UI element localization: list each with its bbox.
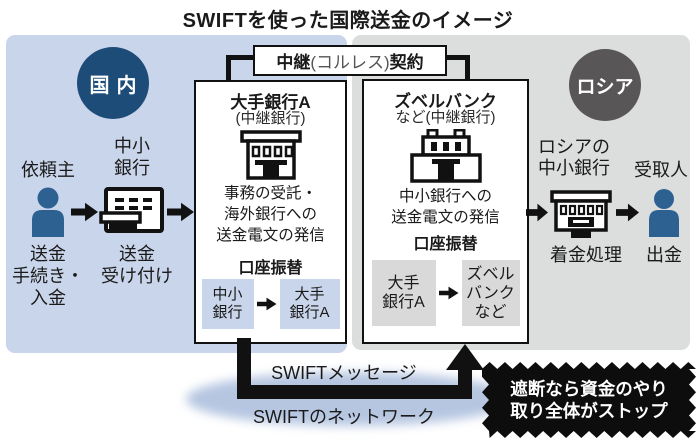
transfer-to-box: 大手 銀行A (279, 279, 340, 329)
bank-building-icon (239, 130, 302, 180)
sberbank-box: ズベルバンク など(中継銀行) 中小銀行への 送金電文の発信 口座振替 大手 銀… (362, 79, 529, 344)
contract-label-part3: 契約 (389, 53, 424, 72)
sberbank-transfer-title: 口座振替 (413, 236, 478, 253)
bank-building-icon (409, 129, 482, 183)
major-bank-name: 大手銀行A (230, 93, 311, 112)
contract-bracket-right-h (441, 55, 470, 60)
contract-label-part1: 中継 (276, 53, 311, 72)
person-icon (649, 189, 679, 237)
small-bank-action-label: 送金 受け付け (101, 244, 173, 286)
russian-bank-label: ロシアの 中小銀行 (538, 137, 610, 178)
major-bank-role: (中継銀行) (235, 110, 306, 127)
warning-badge: 遮断なら資金のやり 取り全体がストップ (482, 362, 696, 438)
major-bank-box: 大手銀行A (中継銀行) 事務の受託・ 海外銀行への 送金電文の発信 口座振替 … (194, 80, 347, 344)
transfer-from-box: 大手 銀行A (371, 260, 436, 326)
sberbank-description: 中小銀行への 送金電文の発信 (391, 188, 500, 226)
contract-bracket-right-v (465, 55, 470, 80)
correspondent-contract-label: 中継 (コルレス) 契約 (253, 45, 447, 76)
sberbank-role: など(中継銀行) (395, 109, 496, 126)
russia-badge: ロシア (569, 49, 641, 121)
transfer-arrow-icon (256, 297, 277, 311)
domestic-badge: 国内 (77, 47, 149, 119)
transfer-to-box: ズベル バンク など (461, 260, 520, 326)
major-bank-description: 事務の受託・ 海外銀行への 送金電文の発信 (216, 185, 325, 244)
client-label: 依頼主 (21, 160, 75, 180)
transfer-from-box: 中小 銀行 (201, 279, 254, 329)
client-action-label: 送金 手続き・ 入金 (12, 244, 84, 308)
russian-bank-action-label: 着金処理 (550, 245, 622, 265)
bank-building-icon (550, 190, 612, 238)
major-bank-transfer-row: 中小 銀行 大手 銀行A (196, 279, 345, 329)
sberbank-name: ズベルバンク (394, 92, 497, 111)
small-bank-label: 中小 銀行 (114, 136, 150, 178)
recipient-label: 受取人 (634, 160, 688, 180)
major-bank-transfer-title: 口座振替 (238, 260, 303, 277)
sberbank-transfer-row: 大手 銀行A ズベル バンク など (364, 260, 527, 326)
swift-message-label: SWIFTメッセージ (271, 363, 417, 383)
transfer-arrow-icon (438, 286, 459, 300)
contract-bracket-left-h (226, 55, 255, 60)
page-title: SWIFTを使った国際送金のイメージ (182, 10, 514, 32)
person-icon (32, 187, 64, 237)
recipient-action-label: 出金 (646, 245, 682, 265)
contract-bracket-left-v (226, 55, 231, 81)
contract-label-part2: (コルレス) (310, 53, 390, 72)
swift-network-label: SWIFTのネットワーク (253, 407, 435, 427)
atm-icon (99, 187, 164, 233)
